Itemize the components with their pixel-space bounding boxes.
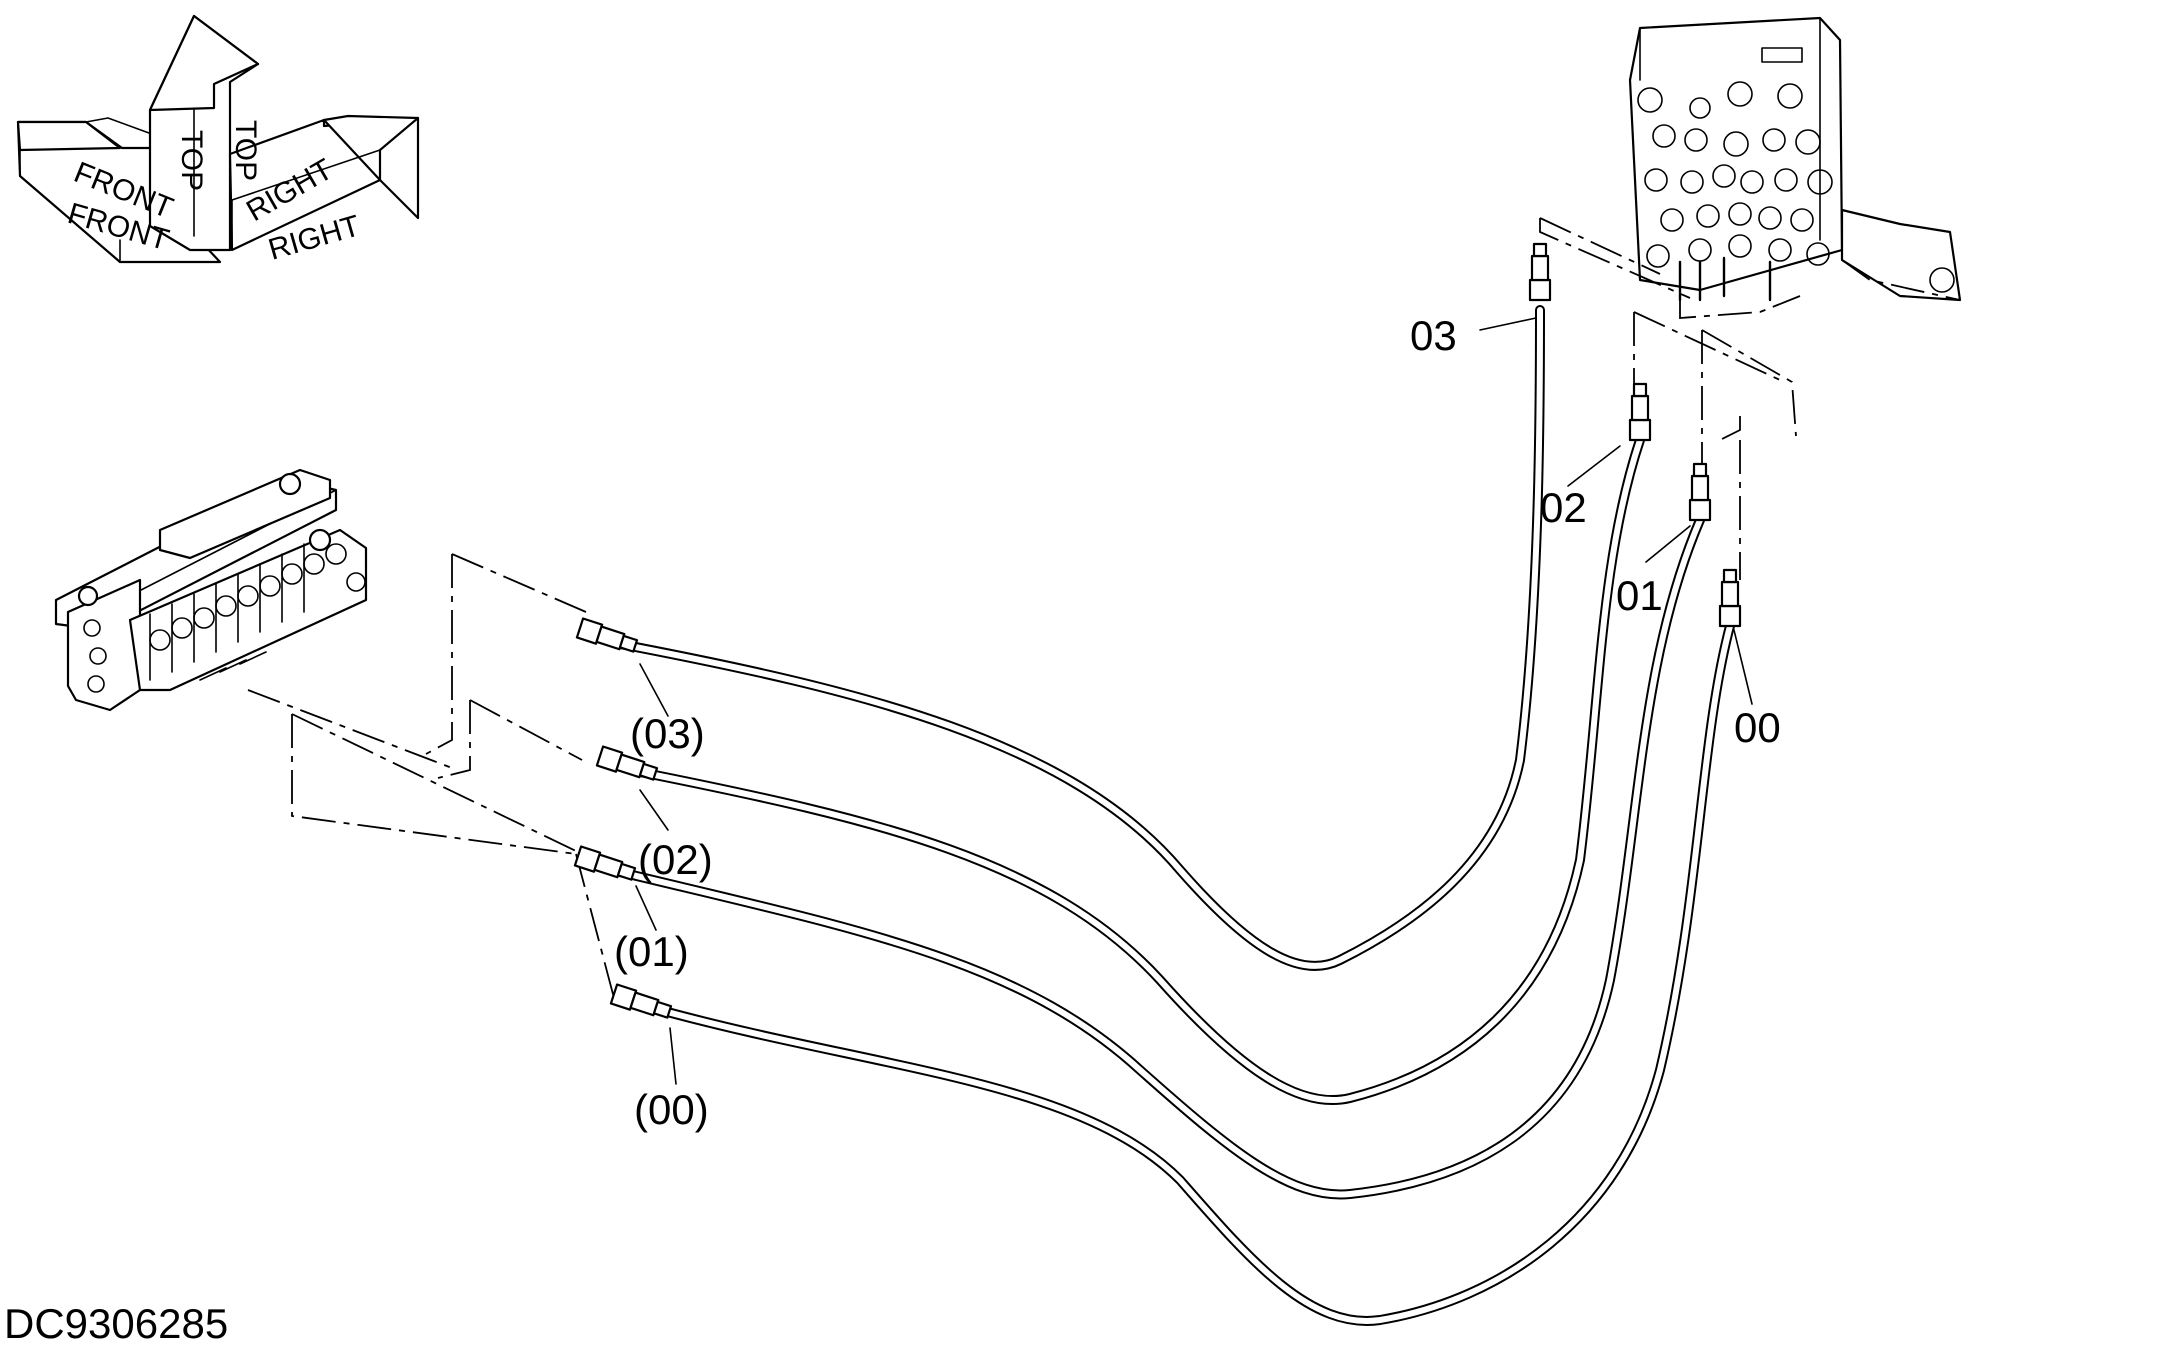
document-id: DC9306285 [4, 1300, 228, 1345]
callout-01-paren: (01) [614, 928, 689, 975]
callout-02: 02 [1540, 484, 1587, 531]
phantom-lines-left [247, 553, 615, 999]
hose-00 [655, 621, 1735, 1326]
leader-lines [635, 317, 1753, 1085]
control-valve-left [54, 468, 368, 712]
hose-01 [615, 515, 1705, 1200]
top-arrow [148, 14, 260, 252]
hose-02 [635, 435, 1645, 1106]
callout-00: 00 [1734, 704, 1781, 751]
fittings-left [573, 617, 673, 1019]
callout-03: 03 [1410, 312, 1457, 359]
hose-03 [615, 305, 1545, 971]
callout-01: 01 [1616, 572, 1663, 619]
pilot-valve-right [1628, 16, 1962, 319]
top-label-1: TOP [175, 130, 208, 191]
phantom-lines-right [1539, 217, 1797, 580]
right-arrow [228, 114, 420, 252]
top-label-2: TOP [229, 120, 262, 181]
orientation-arrows: FRONT FRONT TOP TOP RIGHT RIGHT [16, 14, 420, 267]
pilot-valve-fittings [1637, 81, 1833, 268]
callout-00-paren: (00) [634, 1086, 709, 1133]
fittings-right [1528, 242, 1742, 628]
callout-03-paren: (03) [630, 710, 705, 757]
callout-02-paren: (02) [638, 836, 713, 883]
